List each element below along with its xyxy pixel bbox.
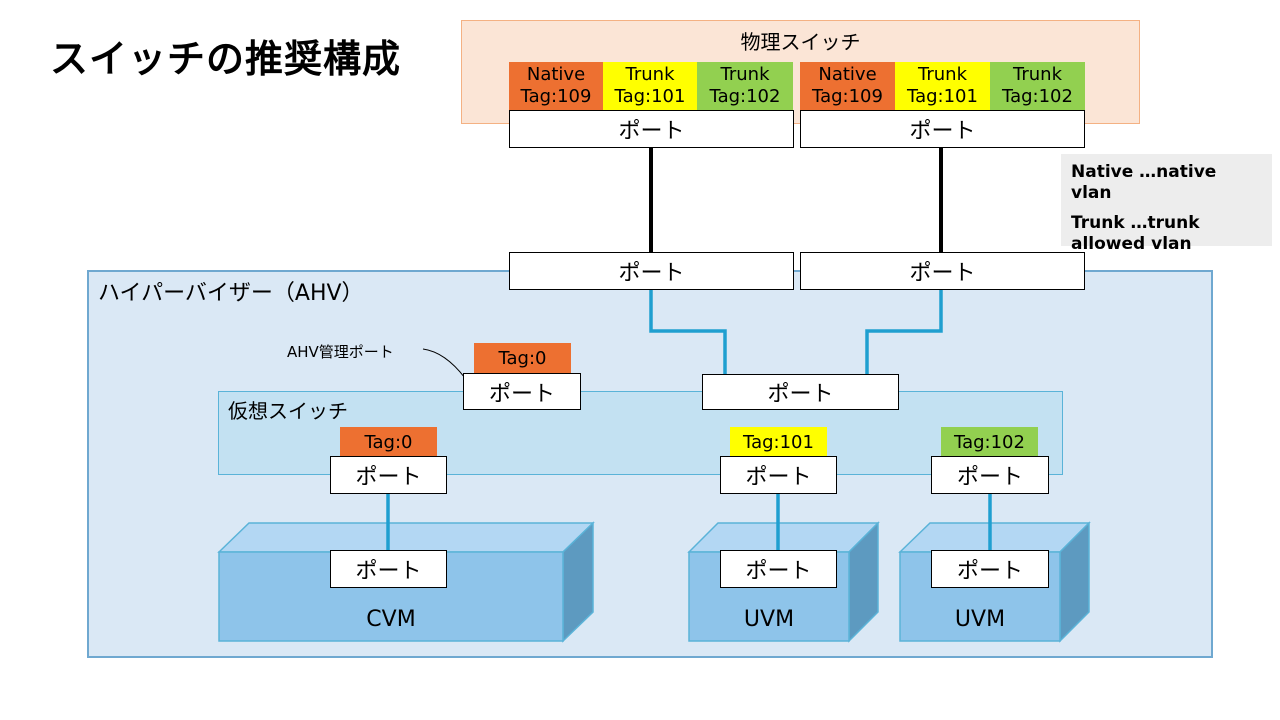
vswitch-port-uvm-2: ポート [931, 456, 1049, 494]
bond-link-2 [865, 290, 943, 374]
tag-mode: Trunk [918, 64, 967, 85]
physical-tag-trunk-101: Trunk Tag:101 [895, 62, 990, 110]
bond-port: ポート [702, 374, 899, 410]
vm-port-uvm-2: ポート [931, 550, 1049, 588]
vswitch-tag-101: Tag:101 [730, 427, 827, 457]
physical-tag-trunk-101: Trunk Tag:101 [603, 62, 697, 110]
uplink-port-1: ポート [509, 252, 794, 290]
vm-port-cvm: ポート [330, 550, 447, 588]
vm-label-cvm: CVM [366, 607, 416, 632]
mgmt-tag: Tag:0 [474, 343, 571, 373]
vswitch-port-cvm: ポート [330, 456, 447, 494]
physical-tag-trunk-102: Trunk Tag:102 [990, 62, 1085, 110]
legend-trunk-line1: Trunk …trunk [1071, 213, 1200, 233]
physical-tag-native-109: Native Tag:109 [509, 62, 603, 110]
uplink-port-2: ポート [800, 252, 1085, 290]
tag-id: Tag:102 [709, 86, 781, 107]
vswitch-tag-102: Tag:102 [941, 427, 1038, 457]
tag-id: Tag:102 [1002, 86, 1073, 107]
legend-native: Native …native vlan [1071, 162, 1217, 203]
vswitch-tag-0: Tag:0 [340, 427, 437, 457]
physical-port-1: ポート [509, 110, 794, 148]
vswitch-port-uvm-1: ポート [720, 456, 837, 494]
mgmt-port: ポート [463, 373, 581, 410]
physical-port-2: ポート [800, 110, 1085, 148]
tag-mode: Native [526, 64, 586, 85]
tag-mode: Trunk [625, 64, 675, 85]
tag-id: Tag:101 [614, 86, 686, 107]
hypervisor-label: ハイパーバイザー（AHV） [98, 281, 364, 306]
mgmt-callout-line [422, 348, 466, 379]
physical-tag-trunk-102: Trunk Tag:102 [697, 62, 793, 110]
tag-mode: Trunk [720, 64, 770, 85]
physical-switch-label: 物理スイッチ [740, 30, 861, 54]
tag-id: Tag:109 [812, 86, 883, 107]
tag-mode: Native [818, 64, 877, 85]
mgmt-port-label: AHV管理ポート [287, 343, 394, 361]
vm-box-cvm [217, 521, 595, 643]
legend-trunk-line2: allowed vlan [1071, 234, 1192, 254]
vm-port-uvm-1: ポート [720, 550, 837, 588]
tag-id: Tag:109 [520, 86, 592, 107]
tag-id: Tag:101 [907, 86, 978, 107]
tag-mode: Trunk [1013, 64, 1062, 85]
bond-link-1 [649, 290, 727, 374]
page-title: スイッチの推奨構成 [50, 37, 402, 81]
vm-label-uvm-2: UVM [954, 607, 1006, 632]
legend: Native …native vlan Trunk …trunk allowed… [1061, 154, 1272, 254]
virtual-switch-label: 仮想スイッチ [228, 399, 348, 423]
vm-label-uvm-1: UVM [743, 607, 795, 632]
physical-tag-native-109: Native Tag:109 [800, 62, 895, 110]
